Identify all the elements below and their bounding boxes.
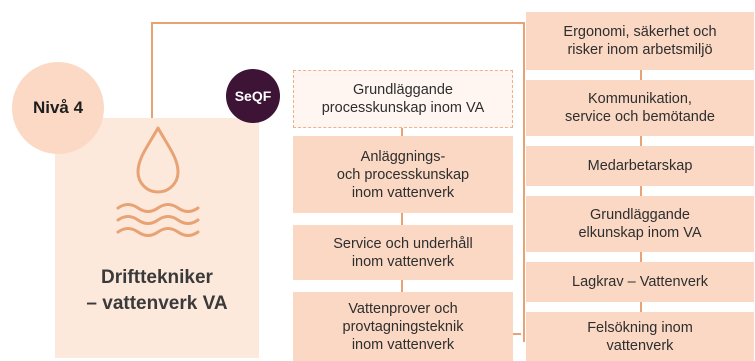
water-drop-icon bbox=[116, 126, 200, 237]
right-connector-3 bbox=[640, 186, 642, 196]
right-connector-2 bbox=[640, 136, 642, 146]
seqf-badge: SeQF bbox=[226, 69, 280, 123]
level-label: Nivå 4 bbox=[32, 98, 84, 117]
course-water-sampling: Vattenprover och provtagningsteknik inom… bbox=[293, 292, 513, 361]
connector-card-up bbox=[151, 22, 153, 118]
connector-bottom-dash bbox=[513, 333, 521, 335]
course-teamwork: Medarbetarskap bbox=[526, 146, 754, 186]
course-communication: Kommunikation, service och bemötande bbox=[526, 80, 754, 136]
seqf-label: SeQF bbox=[234, 88, 272, 104]
course-ergonomics: Ergonomi, säkerhet och risker inom arbet… bbox=[526, 12, 754, 70]
left-connector-3 bbox=[401, 280, 403, 292]
left-connector-2 bbox=[401, 213, 403, 225]
course-plant-process: Anläggnings- och processkunskap inom vat… bbox=[293, 136, 513, 213]
left-connector-1 bbox=[401, 128, 403, 136]
course-legal-requirements: Lagkrav – Vattenverk bbox=[526, 262, 754, 302]
course-troubleshooting: Felsökning inom vattenverk bbox=[526, 312, 754, 361]
right-connector-4 bbox=[640, 252, 642, 262]
connector-right-down bbox=[523, 22, 525, 342]
profession-title-line1: Drifttekniker bbox=[101, 267, 213, 288]
course-electrical: Grundläggande elkunskap inom VA bbox=[526, 196, 754, 252]
profession-card bbox=[55, 118, 259, 358]
right-connector-5 bbox=[640, 302, 642, 312]
profession-title: Drifttekniker – vattenverk VA bbox=[55, 265, 259, 317]
connector-top bbox=[151, 22, 524, 24]
profession-title-line2: – vattenverk VA bbox=[86, 293, 228, 314]
level-badge: Nivå 4 bbox=[12, 62, 104, 154]
course-service-maintenance: Service och underhåll inom vattenverk bbox=[293, 225, 513, 280]
course-basic-process: Grundläggande processkunskap inom VA bbox=[293, 70, 513, 128]
right-connector-1 bbox=[640, 70, 642, 80]
